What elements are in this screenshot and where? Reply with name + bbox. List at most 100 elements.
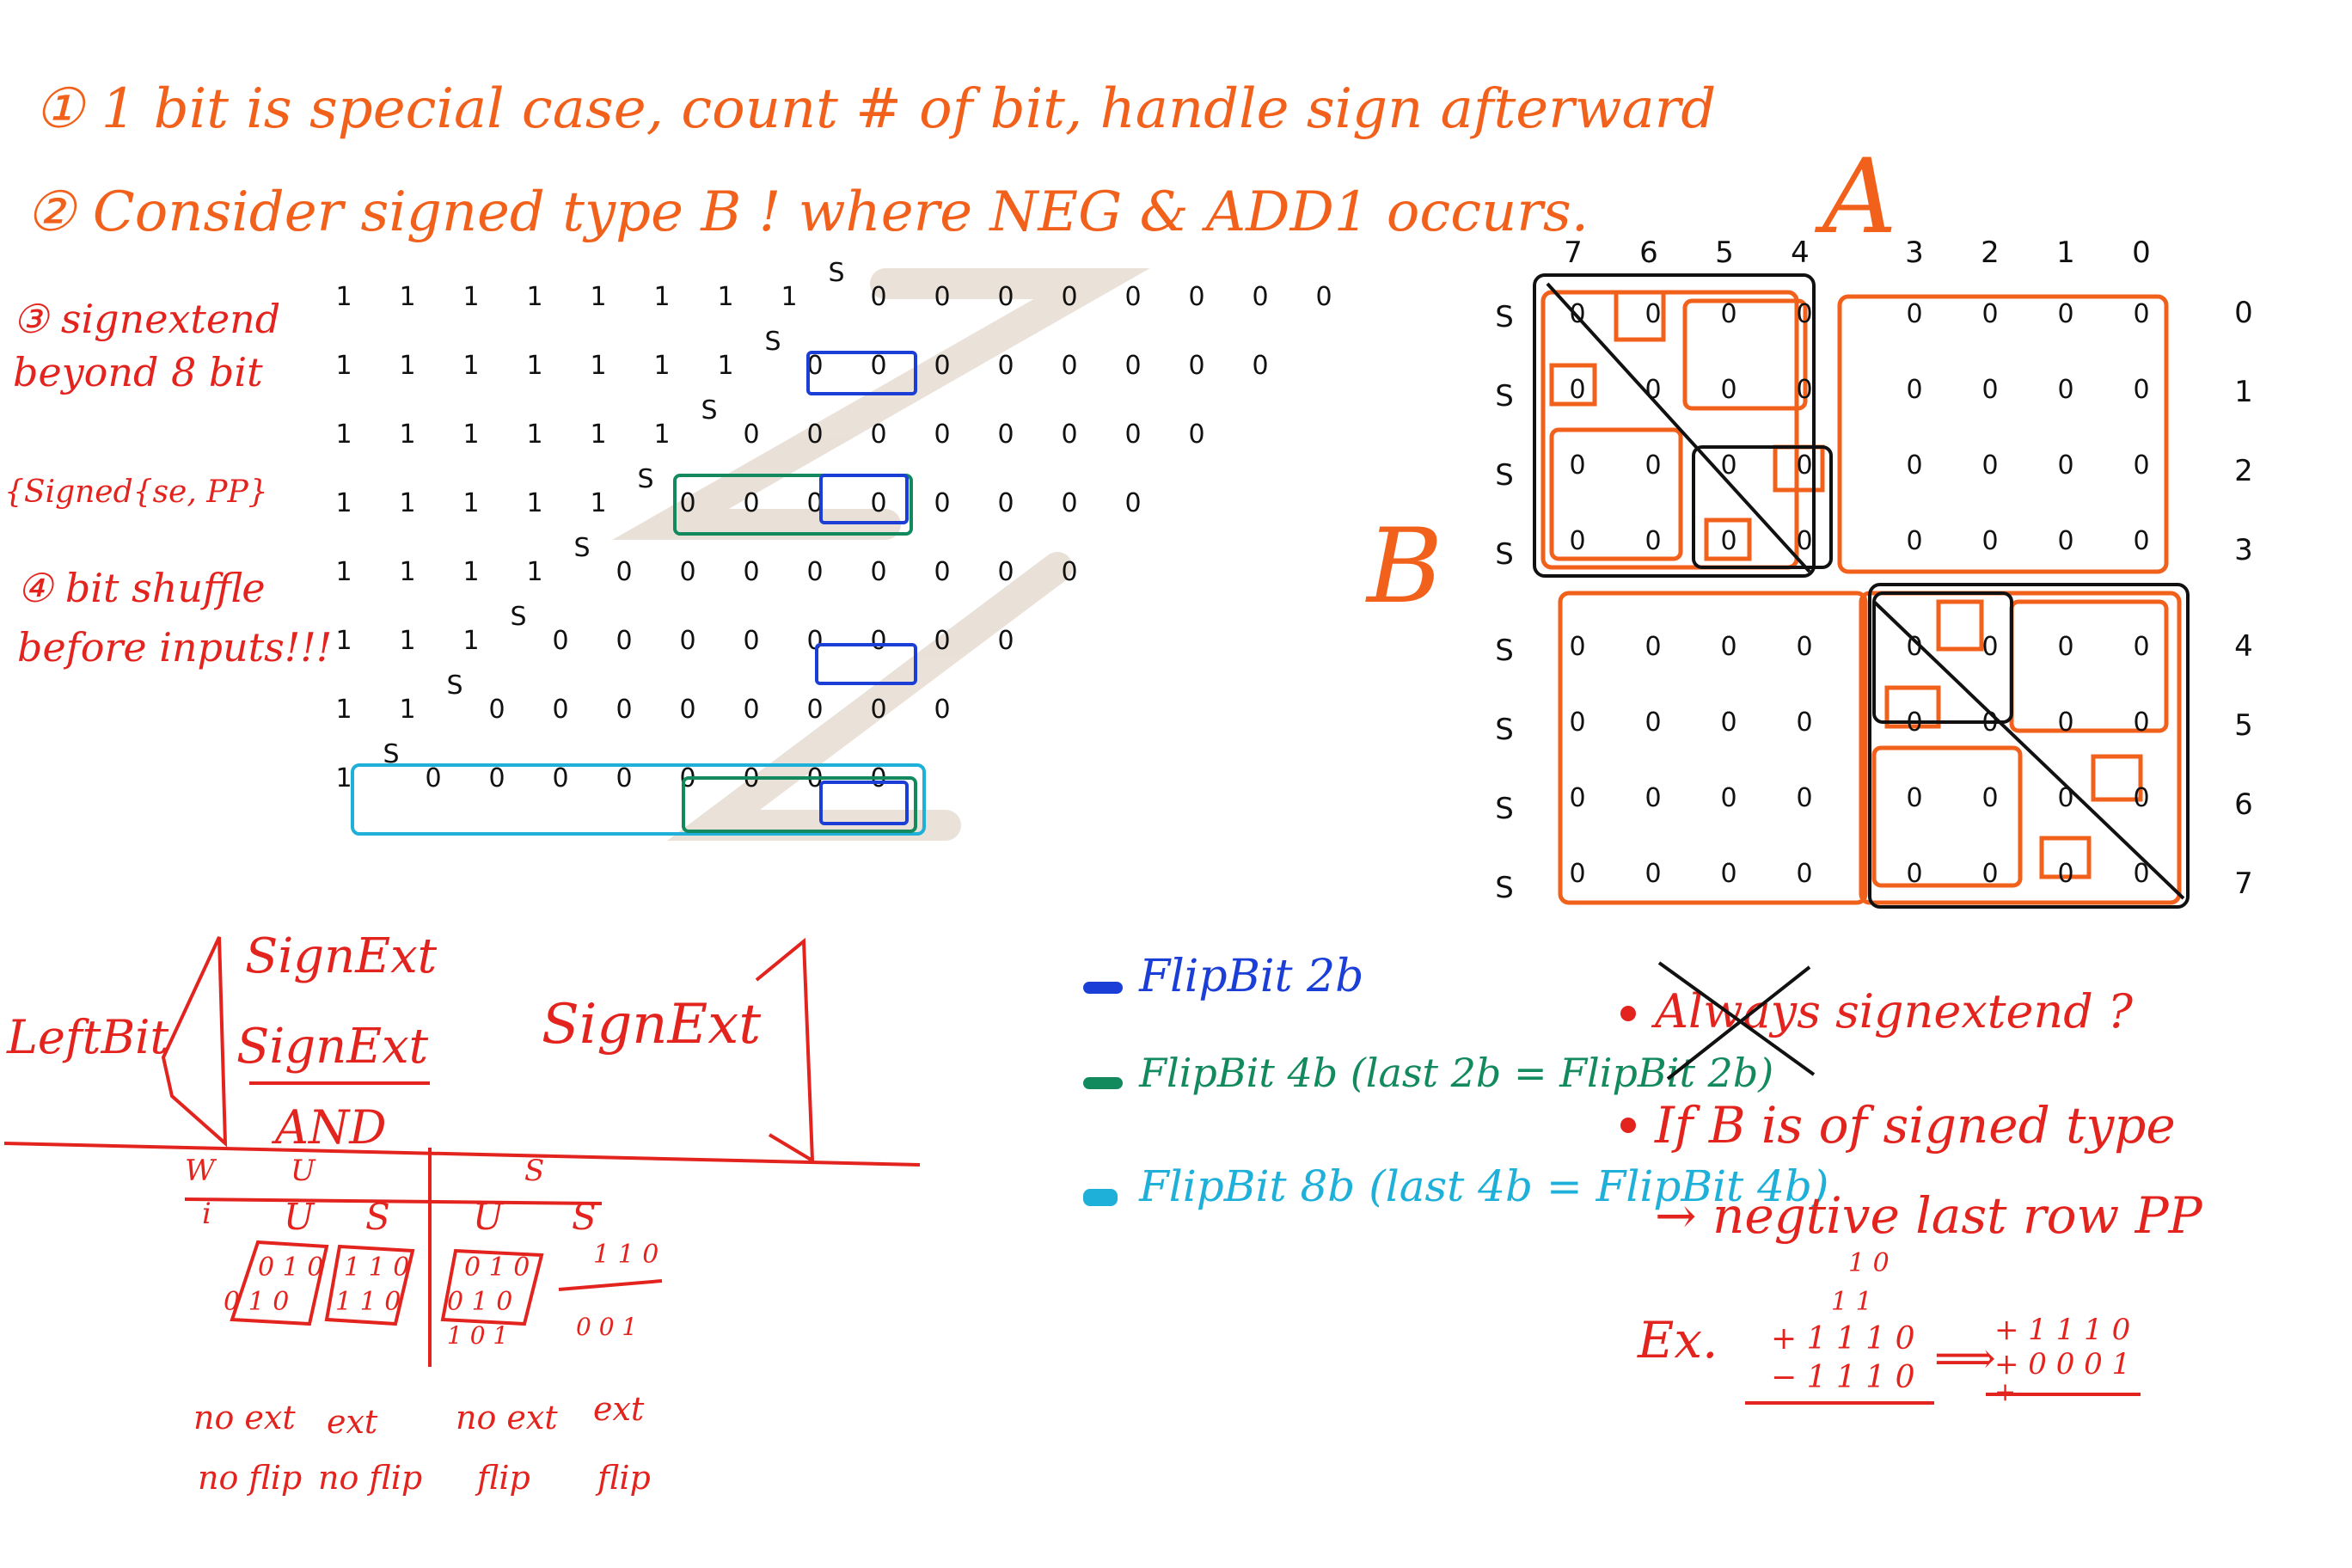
example-e: + [1994, 1380, 2016, 1406]
bullet-dot-1 [1620, 1006, 1636, 1021]
pp-one-r0-c2: 1 [462, 282, 479, 312]
legend-swatch-4b [1083, 1076, 1123, 1089]
quad-top-left [1540, 290, 1799, 570]
a-sign-s-4: S [1495, 634, 1514, 668]
a-cell-r4-c5: 0 [1981, 632, 1998, 662]
pp-zero-r1-c4: 0 [1061, 351, 1077, 381]
sub-br-4 [1871, 745, 2023, 888]
pp-zero-r1-c2: 0 [934, 351, 950, 381]
cell-2: 0 1 0 [224, 1287, 290, 1317]
a-cell-r5-c6: 0 [2057, 707, 2073, 738]
pp-one-r0-c3: 1 [526, 282, 542, 312]
pp-one-r5-c1: 1 [399, 626, 415, 656]
a-cell-r6-c4: 0 [1906, 783, 1922, 813]
diag-bottom-right [1872, 600, 2185, 900]
a-cell-r7-c4: 0 [1906, 859, 1922, 889]
note-3: ③ signextend beyond 8 bit [13, 296, 281, 396]
pp-one-r3-c3: 1 [526, 488, 542, 518]
a-col-label-3: 3 [1905, 236, 1924, 270]
note-1: ① 1 bit is special case, count # of bit,… [34, 77, 1717, 141]
example-top: 1 0 [1848, 1248, 1890, 1278]
a-cell-r0-c1: 0 [1645, 299, 1661, 329]
pp-zero-r2-c6: 0 [1124, 420, 1141, 450]
pp-one-r0-c4: 1 [590, 282, 606, 312]
pp-one-r0-c5: 1 [653, 282, 670, 312]
flipbit-4b-box-row3 [673, 474, 913, 536]
pp-zero-r3-c7: 0 [1124, 488, 1141, 518]
pp-sign-r0: S [828, 258, 844, 288]
a-cell-r6-c5: 0 [1981, 783, 1998, 813]
pp-zero-r0-c0: 0 [870, 282, 886, 312]
a-cell-r5-c1: 0 [1645, 707, 1661, 738]
caption-1-bottom: no flip [198, 1459, 303, 1497]
pp-zero-r5-c0: 0 [552, 626, 568, 656]
pp-one-r1-c0: 1 [335, 351, 352, 381]
caption-1-top: no ext [193, 1399, 296, 1436]
pp-zero-r3-c1: 0 [743, 488, 759, 518]
pp-zero-r4-c3: 0 [806, 557, 823, 587]
a-cell-r1-c5: 0 [1981, 375, 1998, 405]
pp-one-r1-c6: 1 [717, 351, 733, 381]
pp-zero-r1-c6: 0 [1188, 351, 1204, 381]
pp-zero-r4-c4: 0 [870, 557, 886, 587]
flipbit-4b-box-row7 [682, 776, 917, 833]
a-cell-r2-c0: 0 [1569, 450, 1585, 481]
pp-zero-r2-c7: 0 [1188, 420, 1204, 450]
pp-zero-r4-c1: 0 [679, 557, 695, 587]
bottom-table-lines [3, 936, 921, 1367]
a-sign-s-7: S [1495, 871, 1514, 905]
pp-one-r4-c1: 1 [399, 557, 415, 587]
pp-zero-r3-c6: 0 [1061, 488, 1077, 518]
legend-swatch-8b [1083, 1188, 1118, 1206]
a-cell-r7-c3: 0 [1796, 859, 1812, 889]
pp-one-r4-c0: 1 [335, 557, 352, 587]
diag-top-left [1546, 282, 1811, 573]
caption-2-top: ext [327, 1403, 378, 1441]
sign-ext-label-1: SignExt [245, 928, 438, 984]
pp-sign-r4: S [573, 533, 590, 563]
pp-zero-r2-c1: 0 [806, 420, 823, 450]
pp-one-r1-c1: 1 [399, 351, 415, 381]
a-cell-r4-c1: 0 [1645, 632, 1661, 662]
pp-one-r1-c3: 1 [526, 351, 542, 381]
a-cell-r5-c2: 0 [1720, 707, 1736, 738]
pp-zero-r5-c7: 0 [997, 626, 1014, 656]
a-cell-r7-c7: 0 [2133, 859, 2149, 889]
pp-one-r2-c2: 1 [462, 420, 479, 450]
pp-zero-r4-c6: 0 [997, 557, 1014, 587]
pp-one-r4-c2: 1 [462, 557, 479, 587]
header-s-top: S [524, 1154, 545, 1188]
note-4: ④ bit shuffle before inputs!!! [17, 565, 333, 671]
sub-s2: S [572, 1196, 597, 1238]
legend-label-2b: FlipBit 2b [1139, 951, 1364, 1002]
note-3b: {Signed{se, PP} [4, 475, 268, 510]
a-cell-r3-c5: 0 [1981, 526, 1998, 556]
a-row-label-7: 7 [2234, 867, 2253, 901]
pp-zero-r2-c0: 0 [743, 420, 759, 450]
quad-bottom-left [1558, 591, 1868, 905]
sub-s1: S [365, 1196, 390, 1238]
a-cell-r0-c3: 0 [1796, 299, 1812, 329]
a-col-label-4: 4 [1791, 236, 1810, 270]
caption-3-bottom: flip [477, 1459, 530, 1497]
a-cell-r3-c0: 0 [1569, 526, 1585, 556]
cell-5: 0 1 0 [464, 1253, 530, 1283]
a-cell-r0-c0: 0 [1569, 299, 1585, 329]
and-label: AND [275, 1100, 387, 1155]
flipbit-2b-box-row5 [815, 643, 917, 685]
pp-zero-r2-c5: 0 [1061, 420, 1077, 450]
a-cell-r7-c2: 0 [1720, 859, 1736, 889]
pp-one-r4-c3: 1 [526, 557, 542, 587]
a-cell-r5-c0: 0 [1569, 707, 1585, 738]
pp-sign-r5: S [510, 602, 526, 632]
legend-item-8b: FlipBit 8b (last 4b = FlipBit 4b) [1083, 1165, 1828, 1208]
a-cell-r0-c7: 0 [2133, 299, 2149, 329]
pp-one-r1-c4: 1 [590, 351, 606, 381]
pp-zero-r7-c1: 0 [488, 763, 505, 793]
pp-one-r2-c1: 1 [399, 420, 415, 450]
flipbit-2b-box-row1 [806, 351, 917, 395]
pp-zero-r4-c0: 0 [616, 557, 632, 587]
a-row-label-2: 2 [2234, 454, 2253, 488]
